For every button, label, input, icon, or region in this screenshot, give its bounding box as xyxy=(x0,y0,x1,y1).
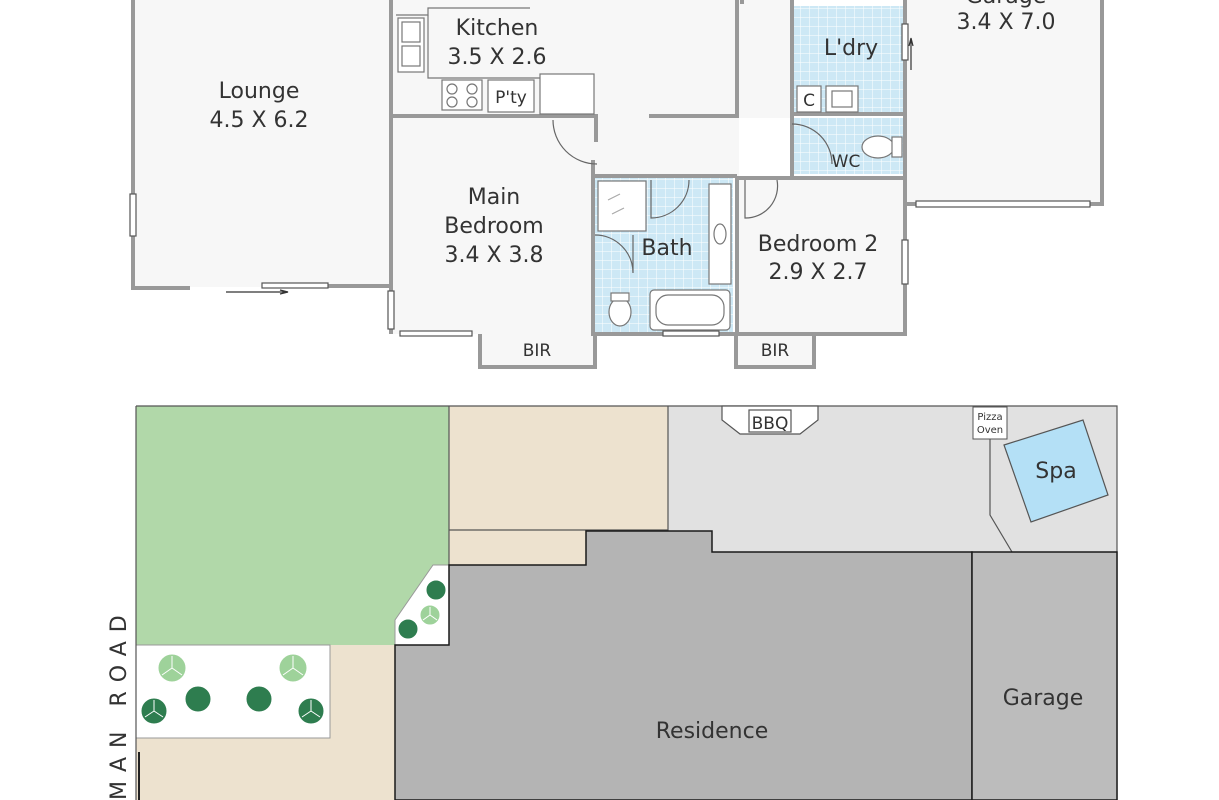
bath-toilet-icon xyxy=(608,297,632,327)
site-plan: BBQ Pizza Oven Spa Garage Residence MAN … xyxy=(107,405,1118,800)
spa-pool xyxy=(1003,419,1109,523)
bir-left-label: BIR xyxy=(523,341,552,361)
bedroom2-name: Bedroom 2 xyxy=(758,232,879,257)
garage-plan-name: Garage xyxy=(966,0,1047,9)
tree-marks xyxy=(144,607,438,718)
sliding-door-arrow xyxy=(226,289,289,295)
pizza-oven-line2: Oven xyxy=(977,425,1003,436)
pantry-box xyxy=(487,79,535,113)
residence-label: Residence xyxy=(656,719,768,744)
kitchen-name: Kitchen xyxy=(456,16,539,41)
spa-label: Spa xyxy=(1035,459,1076,484)
tree-dark-icon xyxy=(425,579,447,601)
bir-right-label: BIR xyxy=(761,341,790,361)
shower-icon xyxy=(597,180,647,232)
garage-plan-size: 3.4 X 7.0 xyxy=(956,10,1055,35)
door-swings xyxy=(552,119,833,274)
lawn-area xyxy=(136,406,449,645)
cupboard-box xyxy=(796,85,822,113)
wc-label: WC xyxy=(832,152,861,172)
garage-building xyxy=(971,551,1118,800)
garage-site-label: Garage xyxy=(1003,686,1084,711)
residence-building xyxy=(394,530,973,800)
floor-plan: Lounge 4.5 X 6.2 Kitchen 3.5 X 2.6 P'ty … xyxy=(129,0,1104,369)
wc-toilet-icon xyxy=(861,135,895,159)
site-labels: BBQ Pizza Oven Spa Garage Residence MAN … xyxy=(107,412,1083,800)
laundry-cupboard-label: C xyxy=(803,91,815,111)
pantry-label: P'ty xyxy=(495,88,527,108)
road-label: MAN ROAD xyxy=(107,606,132,800)
fridge-space xyxy=(539,73,595,115)
main-bedroom-floor xyxy=(393,118,593,334)
room-labels: Lounge 4.5 X 6.2 Kitchen 3.5 X 2.6 P'ty … xyxy=(209,0,1055,361)
bir-right-floor xyxy=(736,334,814,367)
hallway-floor xyxy=(593,118,739,178)
lounge-size: 4.5 X 6.2 xyxy=(209,108,308,133)
lounge-name: Lounge xyxy=(219,79,300,104)
tree-dark-icon xyxy=(184,685,212,713)
bbq-label: BBQ xyxy=(752,414,789,434)
main-bedroom-line2: Bedroom xyxy=(444,214,544,239)
tree-dark-icon xyxy=(397,618,419,640)
kitchen-size: 3.5 X 2.6 xyxy=(447,45,546,70)
bath-label: Bath xyxy=(641,236,692,261)
laundry-door-arrow xyxy=(908,37,914,70)
kitchen-fittings xyxy=(396,7,595,115)
windows xyxy=(129,23,1091,337)
tree-dark-icon xyxy=(245,685,273,713)
main-bedroom-line1: Main xyxy=(468,185,521,210)
main-bedroom-size: 3.4 X 3.8 xyxy=(444,243,543,268)
lounge-floor xyxy=(133,0,391,287)
laundry-label: L'dry xyxy=(824,36,878,61)
bedroom2-size: 2.9 X 2.7 xyxy=(768,260,867,285)
pizza-oven-line1: Pizza xyxy=(977,412,1002,423)
bbq-structure xyxy=(721,405,819,435)
wet-fittings xyxy=(597,85,903,331)
bedroom2-floor xyxy=(737,178,905,334)
pizza-oven-box xyxy=(972,406,1008,440)
garage-floor xyxy=(907,0,1102,205)
bir-left-floor xyxy=(480,334,595,367)
